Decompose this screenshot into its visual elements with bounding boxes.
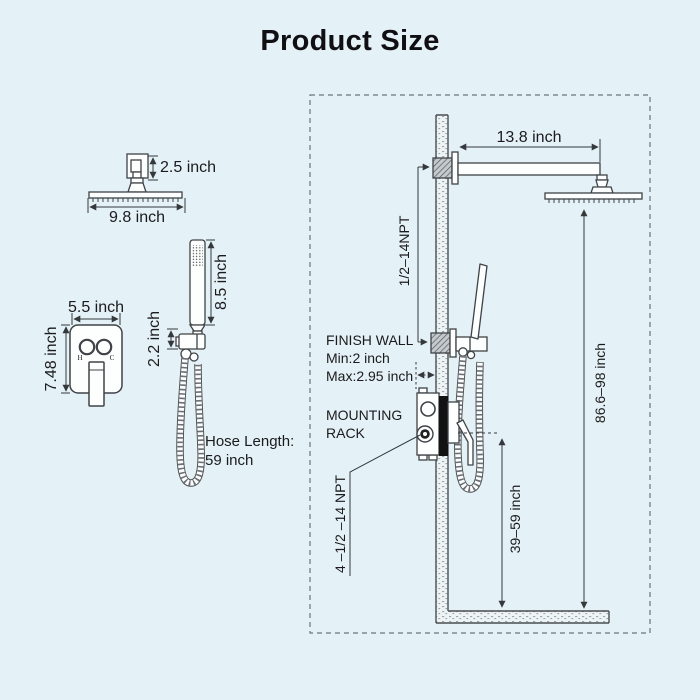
finish-wall-note-line2: Min:2 inch xyxy=(326,350,390,366)
hose-length-note-line1: Hose Length: xyxy=(205,433,295,450)
overall-height-label: 86.6–98 inch xyxy=(592,342,608,424)
hand-shower-dimensions xyxy=(167,239,215,350)
rain-head-bracket-height-label: 2.5 inch xyxy=(160,159,217,176)
hand-shower-holder-height-label: 2.2 inch xyxy=(146,310,163,368)
hose-length-note: Hose Length: 59 inch xyxy=(205,432,294,470)
hand-shower-drawing xyxy=(175,239,207,362)
hand-shower-hose-drawing xyxy=(180,358,201,483)
mounting-rack-note-line2: RACK xyxy=(326,425,365,441)
valve-hot-port-label: H xyxy=(77,354,83,362)
rain-head-drawing xyxy=(88,153,183,202)
valve-width-label: 5.5 inch xyxy=(67,299,125,316)
upper-thread-label: 1/2–14NPT xyxy=(396,215,412,287)
page-title: Product Size xyxy=(260,25,440,57)
wall-and-floor-drawing xyxy=(435,114,610,624)
arm-length-label: 13.8 inch xyxy=(496,129,562,146)
rain-head-dimensions xyxy=(87,155,186,213)
shower-arm-and-head-drawing xyxy=(432,151,643,203)
mounting-rack-note: MOUNTING RACK xyxy=(326,406,402,442)
finish-wall-note: FINISH WALL Min:2 inch Max:2.95 inch xyxy=(326,331,413,385)
hose-length-note-line2: 59 inch xyxy=(205,452,254,469)
lower-thread-label: 4 –1/2 –14 NPT xyxy=(332,474,348,574)
hand-shower-wand-length-label: 8.5 inch xyxy=(213,253,230,311)
valve-height-label: 7.48 inch xyxy=(43,326,60,392)
installation-boundary xyxy=(309,94,651,634)
mounting-rack-note-line1: MOUNTING xyxy=(326,407,403,423)
in-wall-valve-drawing xyxy=(416,387,474,466)
rain-head-width-label: 9.8 inch xyxy=(108,209,166,226)
finish-wall-note-line1: FINISH WALL xyxy=(326,332,414,348)
finish-wall-note-line3: Max:2.95 inch xyxy=(326,368,414,384)
valve-cold-port-label: C xyxy=(109,354,115,362)
handheld-height-label: 39–59 inch xyxy=(507,484,523,554)
installation-dimensions xyxy=(349,139,601,609)
valve-trim-drawing xyxy=(69,324,123,407)
handheld-outlet-drawing xyxy=(430,263,488,360)
valve-trim-dimensions xyxy=(61,313,121,394)
